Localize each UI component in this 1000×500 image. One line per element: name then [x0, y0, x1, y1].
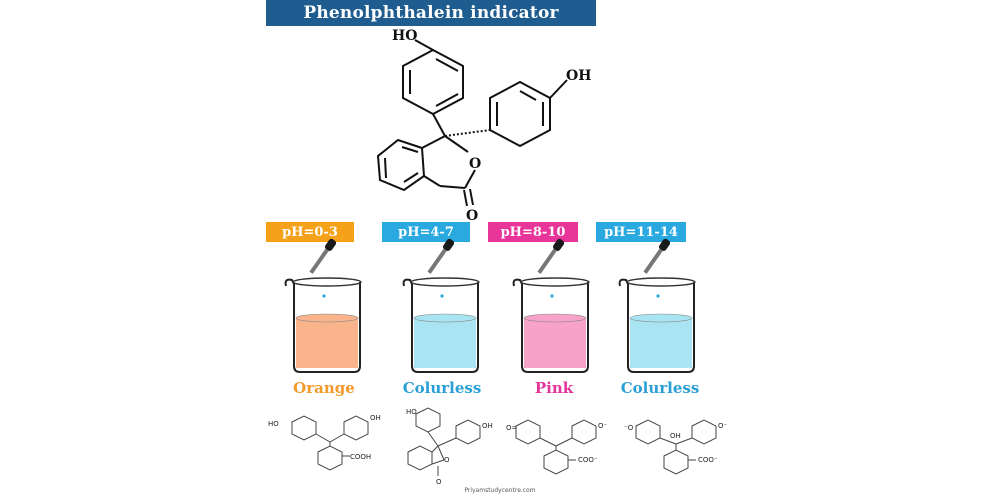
beaker-liquid	[296, 318, 358, 368]
ph-label-11-14: pH=11-14	[596, 222, 686, 242]
beaker-liquid	[524, 318, 586, 368]
carbonyl-oxygen-label: O	[466, 208, 478, 223]
color-label-pink: Pink	[534, 379, 574, 397]
ph-label-8-10: pH=8-10	[488, 222, 578, 242]
svg-text:O: O	[444, 456, 450, 464]
credit-text: Priyamstudycentre.com	[464, 487, 536, 494]
color-label-colorless-1: Colurless	[402, 379, 482, 397]
beaker-2	[402, 238, 480, 373]
page-title: Phenolphthalein indicator	[266, 0, 596, 26]
droplet	[440, 294, 444, 298]
beakers-row	[284, 238, 696, 373]
color-label-orange: Orange	[293, 379, 355, 397]
beaker-3	[512, 238, 590, 373]
svg-text:O⁻: O⁻	[598, 422, 608, 430]
beaker-4	[618, 238, 696, 373]
droplet	[550, 294, 554, 298]
svg-text:O⁻: O⁻	[718, 422, 728, 430]
beaker-liquid	[414, 318, 476, 368]
structure-quinoid-form	[515, 419, 597, 475]
color-label-colorless-2: Colurless	[620, 379, 700, 397]
beaker-liquid	[630, 318, 692, 368]
ph-label-0-3: pH=0-3	[266, 222, 354, 242]
droplet	[656, 294, 660, 298]
svg-text:HO: HO	[406, 408, 417, 416]
oh-right-label: OH	[566, 68, 591, 84]
svg-text:OH: OH	[370, 414, 381, 422]
beaker-outline	[284, 278, 361, 373]
dropper-icon	[427, 238, 455, 274]
svg-text:O: O	[436, 478, 442, 486]
beaker-1	[284, 238, 362, 373]
svg-text:COO⁻: COO⁻	[578, 456, 598, 464]
dropper-icon	[537, 238, 565, 274]
droplet	[322, 294, 326, 298]
beaker-outline	[512, 278, 589, 373]
small-structures-row: HO OH COOH HO OH O O O= O⁻ COO⁻ ⁻O O⁻ OH…	[268, 407, 728, 486]
svg-text:OH: OH	[670, 432, 681, 440]
svg-text:OH: OH	[482, 422, 493, 430]
structure-acid-form	[291, 415, 369, 471]
dropper-icon	[643, 238, 671, 274]
svg-text:COO⁻: COO⁻	[698, 456, 718, 464]
svg-text:COOH: COOH	[350, 453, 371, 461]
dropper-icon	[309, 238, 337, 274]
top-phenol-ring	[402, 48, 464, 116]
ring-oxygen-label: O	[469, 156, 481, 172]
svg-text:⁻O: ⁻O	[624, 424, 634, 432]
svg-text:O=: O=	[506, 424, 518, 432]
ph-label-4-7: pH=4-7	[382, 222, 470, 242]
phenolphthalein-structure: HO OH O O	[376, 28, 591, 223]
structure-carbinol-form	[635, 419, 717, 475]
structure-lactone-form	[407, 407, 481, 476]
oh-top-label: HO	[392, 28, 417, 44]
beaker-outline	[402, 278, 479, 373]
beaker-outline	[618, 278, 695, 373]
svg-text:HO: HO	[268, 420, 279, 428]
